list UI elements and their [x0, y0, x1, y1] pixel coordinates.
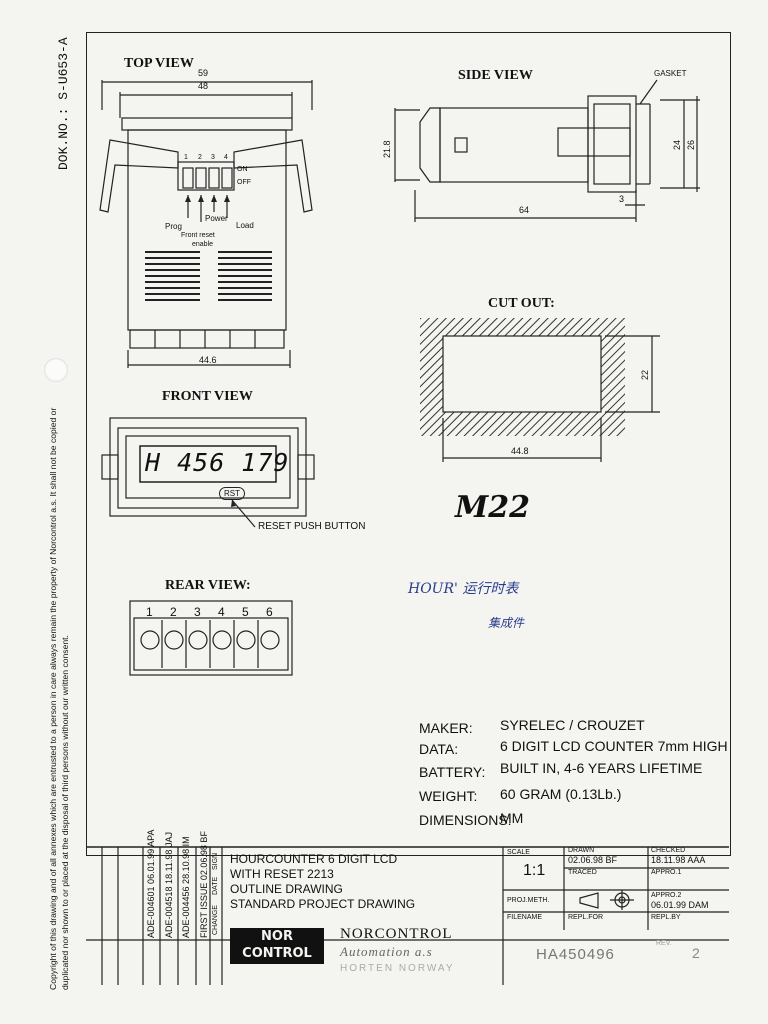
spec-data-value: 6 DIGIT LCD COUNTER 7mm HIGH: [500, 738, 728, 754]
company-name: NORCONTROL: [340, 926, 453, 942]
replfor-label: REPL.FOR: [568, 914, 604, 921]
revision-header-change: CHANGE: [212, 905, 219, 935]
spec-weight-value: 60 GRAM (0.13Lb.): [500, 786, 622, 802]
traced-label: TRACED: [568, 869, 597, 876]
handwritten-note-hour: HOUR' 运行时表: [408, 581, 519, 597]
switch-label-1: 1: [184, 154, 188, 161]
drawing-frame: [86, 32, 731, 856]
reset-push-button-label: RESET PUSH BUTTON: [258, 521, 366, 532]
company-location: HORTEN NORWAY: [340, 963, 455, 974]
switch-label-4: 4: [224, 154, 228, 161]
revision-row-3: ADE-004456 28.10.98 IM: [181, 836, 191, 938]
dim-48: 48: [198, 81, 209, 91]
scale-label: SCALE: [507, 849, 530, 856]
title-line-3: OUTLINE DRAWING: [230, 882, 343, 896]
terminal-5: 5: [242, 605, 249, 619]
projmeth-label: PROJ.METH.: [507, 897, 550, 904]
terminal-1: 1: [146, 605, 153, 619]
sheet-value: 2: [692, 945, 700, 961]
drawn-value: 02.06.98 BF: [568, 855, 618, 865]
replby-label: REPL.BY: [651, 914, 681, 921]
filename-label: FILENAME: [507, 914, 543, 921]
drawn-label: DRAWN: [568, 847, 595, 854]
terminal-3: 3: [194, 605, 201, 619]
spec-dimensions-label: DIMENSIONS:: [419, 812, 512, 828]
cutout-title: CUT OUT:: [488, 296, 555, 311]
title-line-4: STANDARD PROJECT DRAWING: [230, 897, 416, 911]
dim-59: 59: [198, 68, 209, 78]
top-view-title: TOP VIEW: [124, 56, 194, 71]
switch-on-label: ON: [237, 166, 248, 173]
gasket-label: GASKET: [654, 69, 687, 78]
prog-label: Prog: [165, 222, 182, 231]
power-label: Power: [205, 214, 228, 223]
switch-off-label: OFF: [237, 179, 251, 186]
spec-dimensions-value: MM: [500, 810, 524, 826]
spec-maker-label: MAKER:: [419, 720, 473, 736]
punch-hole: [44, 358, 68, 382]
checked-value: 18.11.98 AAA: [651, 855, 706, 865]
reset-button: RST: [219, 487, 245, 500]
scale-value: 1:1: [523, 862, 546, 879]
appro1-label: APPRO.1: [651, 869, 682, 876]
company-subtitle: Automation a.s: [340, 944, 433, 959]
front-reset-label: Front reset: [181, 232, 215, 239]
dim-22: 22: [640, 369, 650, 380]
revision-header-date: DATE: [212, 876, 219, 895]
appro2-label: APPRO.2: [651, 892, 682, 899]
dim-44-8: 44.8: [511, 446, 529, 456]
switch-label-2: 2: [198, 154, 202, 161]
side-view-title: SIDE VIEW: [458, 68, 533, 83]
title-line-2: WITH RESET 2213: [230, 867, 334, 881]
dim-3: 3: [619, 194, 625, 204]
lcd-display: H 456 179: [145, 448, 290, 477]
load-label: Load: [236, 221, 254, 230]
dim-21-8: 21.8: [382, 140, 392, 158]
dim-26: 26: [686, 139, 696, 150]
dim-64: 64: [519, 205, 530, 215]
terminal-4: 4: [218, 605, 225, 619]
spec-weight-label: WEIGHT:: [419, 788, 478, 804]
spec-data-label: DATA:: [419, 741, 459, 757]
norcontrol-logo: NOR CONTROL: [230, 928, 324, 964]
revision-header-sign: SIGN: [212, 852, 219, 870]
front-view-title: FRONT VIEW: [162, 389, 253, 404]
appro2-value: 06.01.99 DAM: [651, 900, 709, 910]
handwritten-code: M22: [455, 490, 530, 525]
enable-label: enable: [192, 241, 214, 248]
revision-row-4: FIRST ISSUE 02.06.98 BF: [199, 831, 209, 938]
spec-maker-value: SYRELEC / CROUZET: [500, 717, 645, 733]
revision-row-2: ADE-004518 18.11.98 JAJ: [164, 832, 174, 938]
spec-battery-label: BATTERY:: [419, 764, 486, 780]
rear-view-title: REAR VIEW:: [165, 578, 251, 593]
switch-label-3: 3: [211, 154, 215, 161]
drawing-number: HA450496: [536, 946, 615, 963]
dim-44-6: 44.6: [199, 355, 217, 365]
terminal-6: 6: [266, 605, 273, 619]
terminal-2: 2: [170, 605, 177, 619]
spec-battery-value: BUILT IN, 4-6 YEARS LIFETIME: [500, 760, 703, 776]
checked-label: CHECKED: [651, 847, 686, 854]
sheet-label: REV.: [656, 940, 672, 947]
dim-24: 24: [672, 139, 682, 150]
handwritten-note-2: 集成件: [488, 616, 525, 630]
title-line-1: HOURCOUNTER 6 DIGIT LCD: [230, 852, 398, 866]
revision-row-1: ADE-004601 06.01.99 APA: [146, 829, 156, 938]
